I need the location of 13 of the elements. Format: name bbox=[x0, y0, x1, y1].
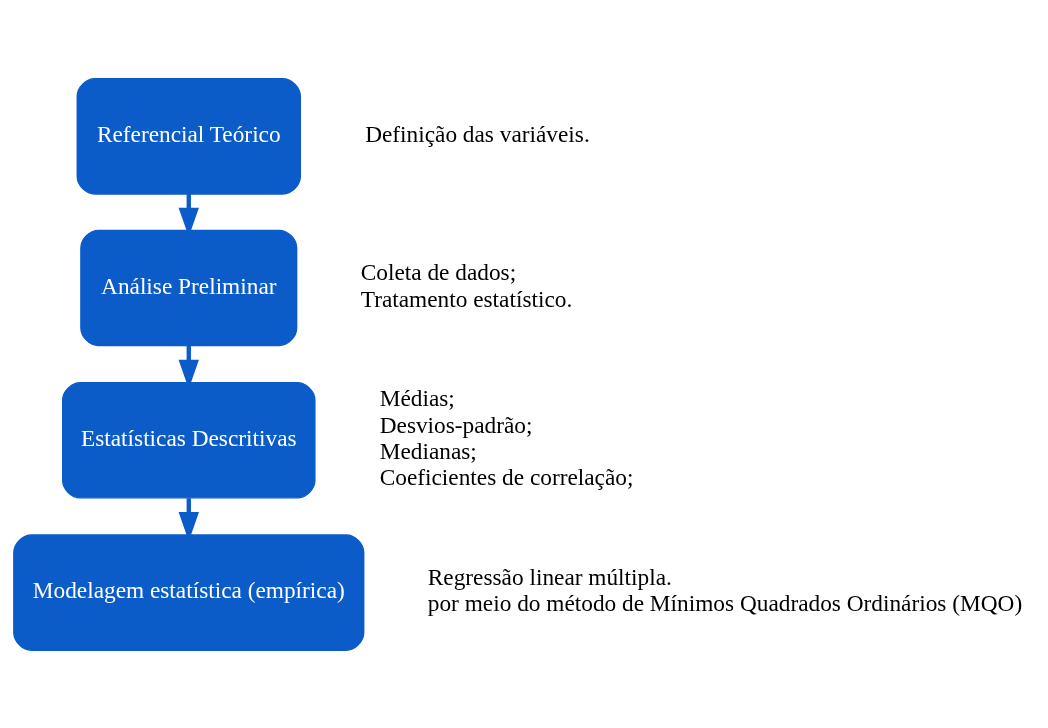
node-box: Referencial Teórico bbox=[76, 77, 301, 195]
node-box: Modelagem estatística (empírica) bbox=[13, 533, 365, 651]
node-label: Desvios-padrão; bbox=[379, 411, 533, 438]
node-label: por meio do método de Mínimos Quadrados Ordinários (MQO) bbox=[427, 589, 1023, 616]
node-label: Regressão linear múltipla. bbox=[427, 563, 672, 590]
node-label: Definição das variáveis. bbox=[365, 120, 590, 147]
node-box: Estatísticas Descritivas bbox=[61, 381, 316, 499]
node-label: Coeficientes de correlação; bbox=[379, 463, 634, 490]
node-label: Coleta de dados; bbox=[360, 258, 517, 285]
node-label: Medianas; bbox=[379, 437, 477, 464]
node-label: Médias; bbox=[379, 384, 455, 411]
node-box: Análise Preliminar bbox=[80, 229, 298, 346]
node-label: Tratamento estatístico. bbox=[360, 285, 573, 312]
